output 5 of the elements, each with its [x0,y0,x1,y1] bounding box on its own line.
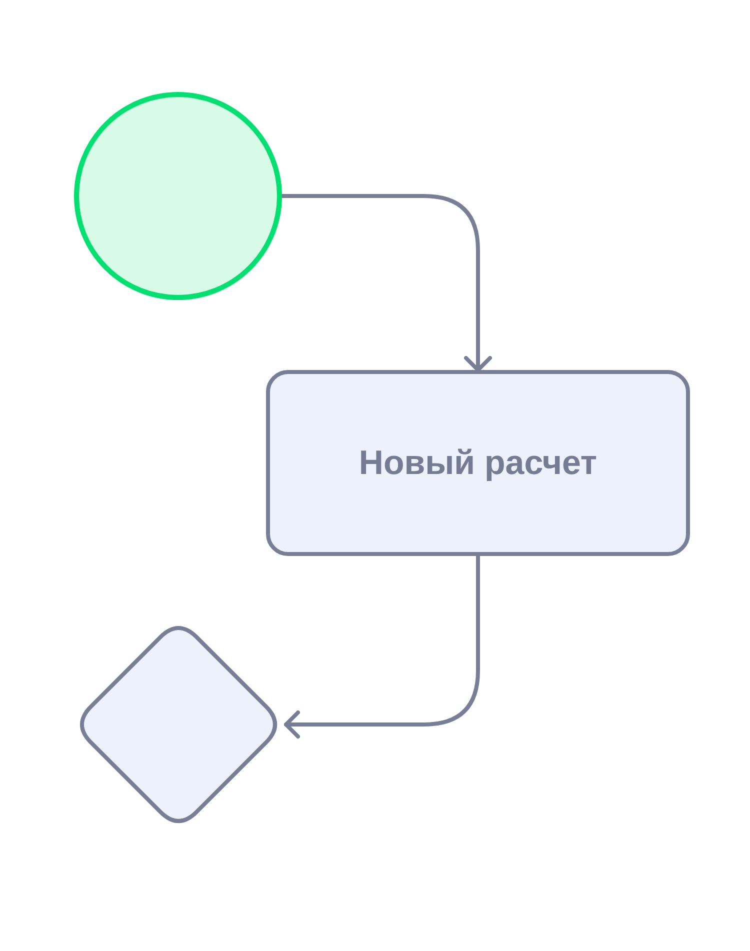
node-text: Новый расчет [358,442,598,484]
arrow [280,194,492,372]
start-circle [74,92,282,300]
process-box [266,370,690,556]
arrow [284,554,480,738]
